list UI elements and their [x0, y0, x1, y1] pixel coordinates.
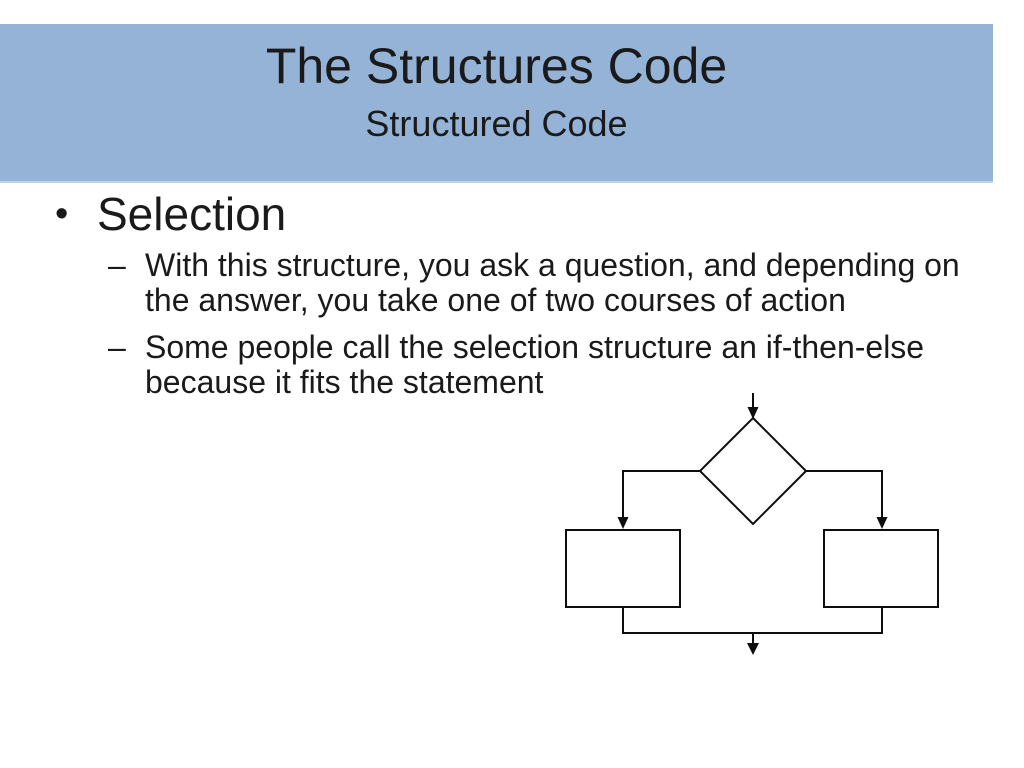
process-box-left — [565, 529, 681, 608]
right-branch-arrow — [806, 470, 888, 529]
decision-diamond — [698, 416, 808, 526]
sub-bullet-line: the answer, you take one of two courses … — [145, 282, 846, 318]
slide-subtitle: Structured Code — [365, 102, 628, 144]
process-box-right — [823, 529, 939, 608]
entry-arrow — [747, 393, 759, 419]
title-banner: The Structures Code Structured Code — [0, 24, 993, 183]
dash-marker: – — [108, 247, 126, 283]
selection-flowchart — [565, 393, 939, 655]
sub-bullet-line: Some people call the selection structure… — [145, 329, 925, 365]
sub-bullet-list: – With this structure, you ask a questio… — [108, 248, 968, 412]
sub-bullet-line: With this structure, you ask a question,… — [145, 247, 960, 283]
left-branch-arrow — [617, 470, 700, 529]
merge-line — [622, 607, 883, 634]
sub-bullet-line: because it fits the statement — [145, 364, 544, 400]
slide-title: The Structures Code — [265, 38, 728, 94]
sub-bullet-text: Some people call the selection structure… — [145, 330, 924, 400]
sub-bullet-item: – Some people call the selection structu… — [108, 330, 968, 400]
bullet-item-selection: • Selection — [55, 188, 286, 241]
sub-bullet-text: With this structure, you ask a question,… — [145, 248, 960, 318]
dash-marker: – — [108, 329, 126, 365]
sub-bullet-item: – With this structure, you ask a questio… — [108, 248, 968, 318]
bullet-label: Selection — [97, 188, 287, 240]
exit-arrow — [747, 633, 759, 655]
bullet-marker: • — [55, 193, 69, 235]
